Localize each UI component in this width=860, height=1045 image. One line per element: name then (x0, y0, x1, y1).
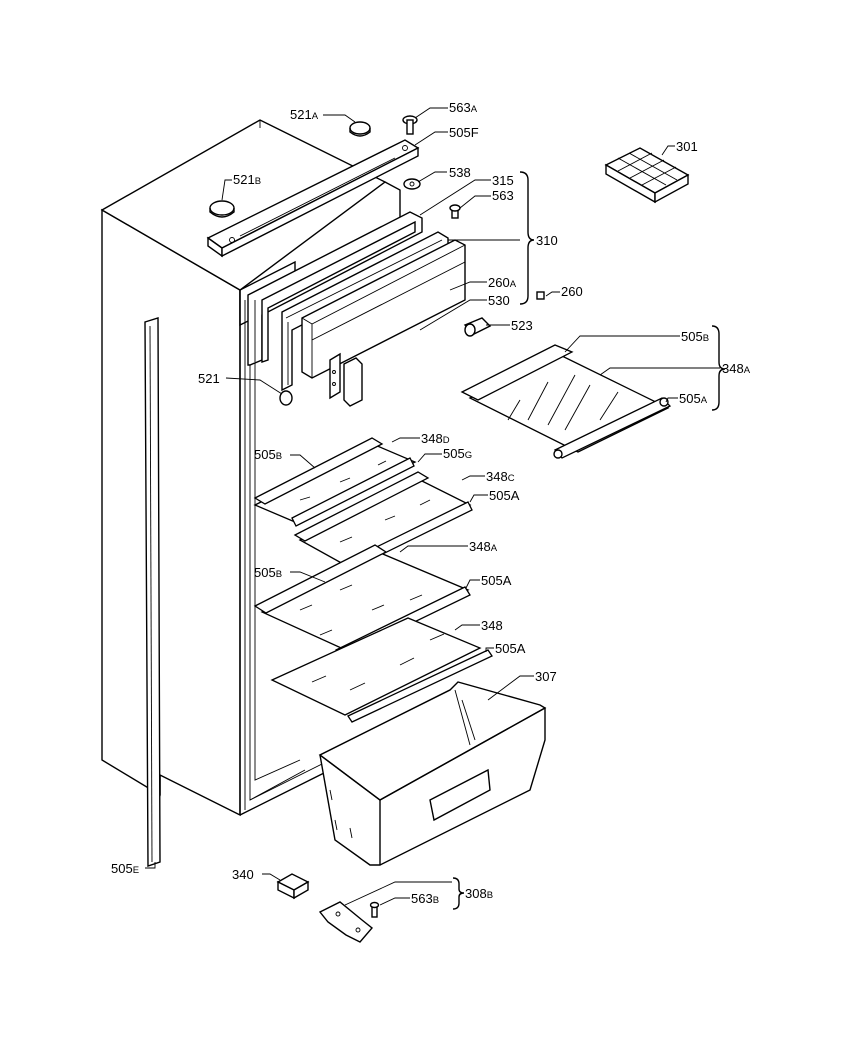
bottom-hinge-308b (318, 901, 380, 943)
shelf-348d (253, 437, 417, 527)
callout-505a-3: 505A (495, 641, 526, 656)
callout-348: 348 (481, 618, 503, 633)
callout-348a-right: 348A (722, 361, 751, 376)
screw-563 (449, 204, 461, 219)
callout-310: 310 (536, 233, 558, 248)
callout-505f: 505F (449, 125, 479, 140)
callout-308b: 308B (465, 886, 493, 901)
callout-538: 538 (449, 165, 471, 180)
callout-505g: 505G (443, 446, 472, 461)
seal-strip-505e (144, 317, 161, 867)
callout-563: 563 (492, 188, 514, 203)
knob-523 (463, 317, 492, 337)
shelf-348 (270, 617, 493, 723)
hinge-cover-521a (349, 121, 371, 137)
cover-521b (209, 200, 235, 218)
leader-lines (145, 107, 720, 906)
callout-307: 307 (535, 669, 557, 684)
callout-348a-2: 348A (469, 539, 498, 554)
clip-260 (536, 291, 545, 300)
screw-563a (402, 115, 418, 135)
callout-348c: 348C (486, 469, 515, 484)
callout-260: 260 (561, 284, 583, 299)
callout-348d: 348D (421, 431, 450, 446)
shelf-348a-detached (460, 344, 672, 459)
callout-523: 523 (511, 318, 533, 333)
cabinet-body (100, 119, 401, 817)
callout-505a-1: 505A (489, 488, 520, 503)
brace-310 (519, 171, 535, 305)
foot-340 (276, 873, 310, 900)
callout-521: 521 (198, 371, 220, 386)
callout-530: 530 (488, 293, 510, 308)
callout-301: 301 (676, 139, 698, 154)
callout-340: 340 (232, 867, 254, 882)
bracket-538 (403, 178, 421, 190)
callout-260a: 260A (488, 275, 517, 290)
freezer-door-assembly (247, 211, 466, 407)
brace-308b (452, 877, 465, 910)
callout-521a: 521A (290, 107, 319, 122)
brace-348a (711, 325, 726, 411)
callout-521b: 521B (233, 172, 261, 187)
crisper-drawer-307 (318, 681, 547, 866)
callout-505e: 505E (111, 861, 139, 876)
callout-315: 315 (492, 173, 514, 188)
callout-563a: 563A (449, 100, 478, 115)
callout-505a-right: 505A (679, 391, 708, 406)
callout-563b: 563B (411, 891, 439, 906)
callout-505a-2: 505A (481, 573, 512, 588)
callout-505b-2: 505B (254, 565, 282, 580)
callout-505b-1: 505B (254, 447, 282, 462)
callout-505b-right: 505B (681, 329, 709, 344)
top-hinge-bar (206, 139, 420, 258)
ice-tray-301 (604, 147, 690, 204)
callout-labels: 521A 563A 505F 538 315 563 310 521B 301 … (111, 100, 751, 906)
